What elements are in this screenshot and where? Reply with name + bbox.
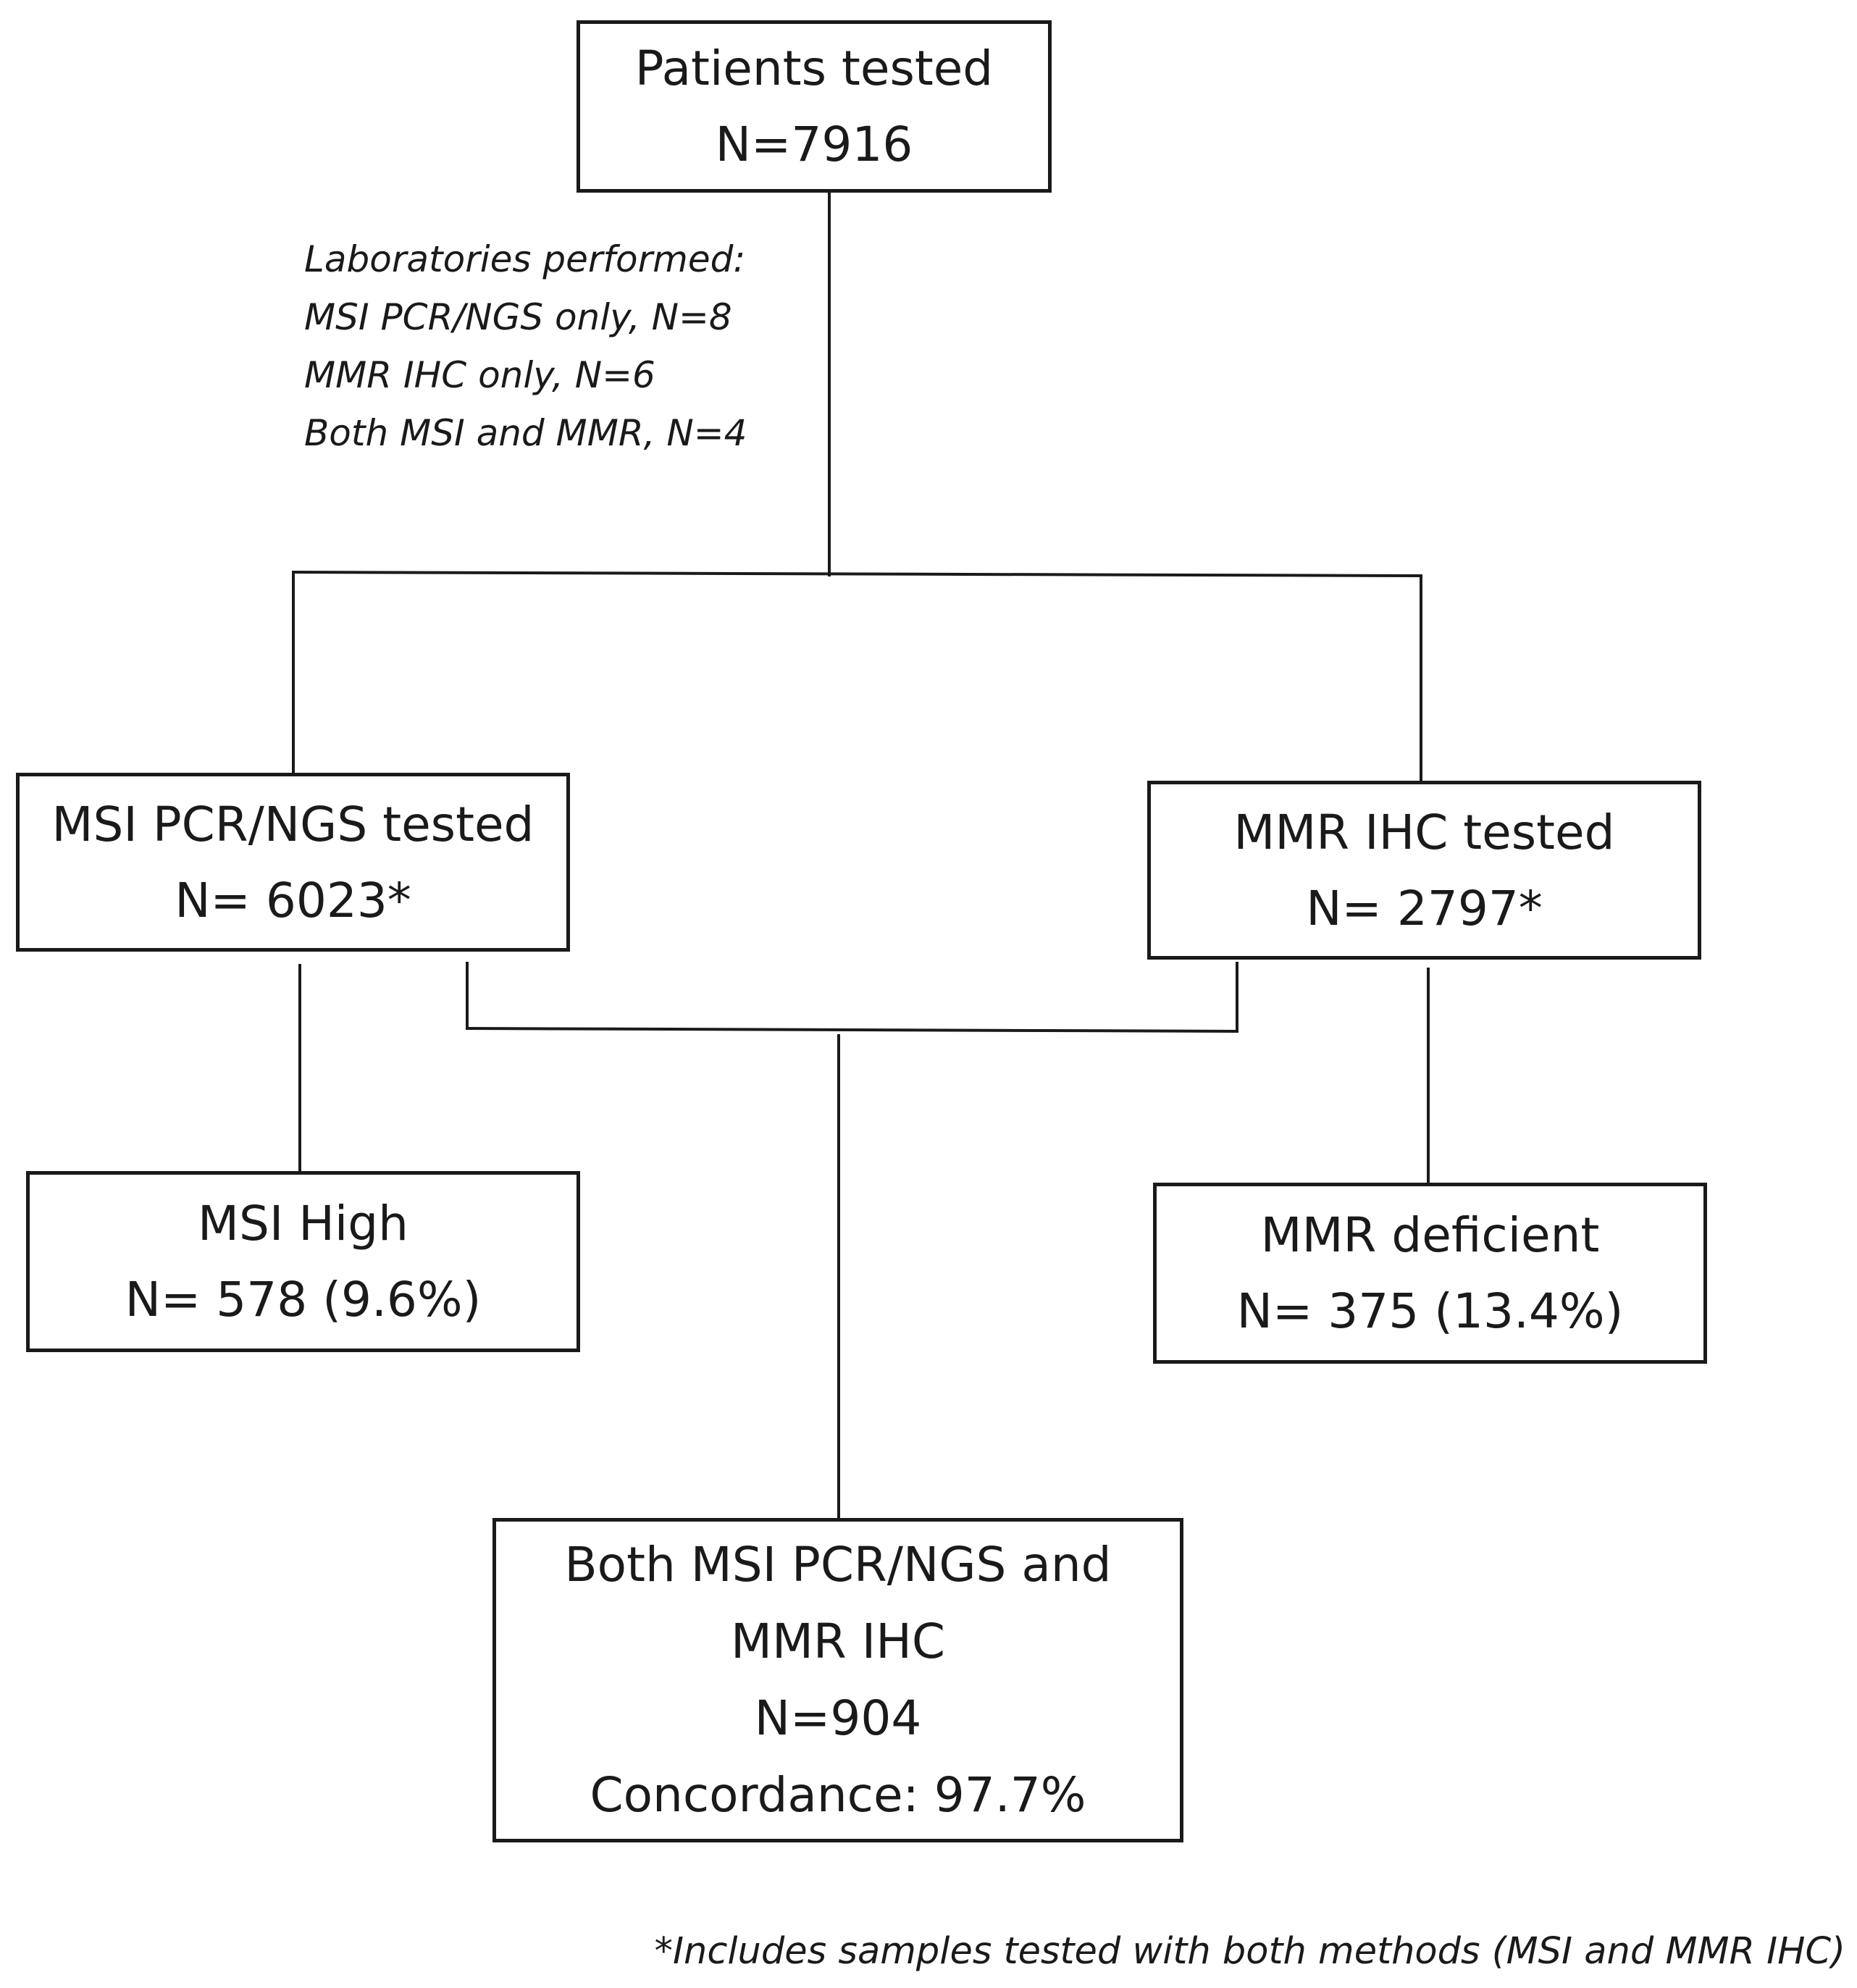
msi-tested-count: N= 6023* <box>175 872 411 928</box>
laboratories-note-item: MMR IHC only, N=6 <box>304 354 655 396</box>
mmr-tested-count: N= 2797* <box>1306 880 1543 936</box>
laboratories-note-item: Both MSI and MMR, N=4 <box>304 412 747 454</box>
laboratories-note-item: MSI PCR/NGS only, N=8 <box>304 296 732 338</box>
msi-tested-label: MSI PCR/NGS tested <box>51 796 535 852</box>
mmr-tested-box: MMR IHC tested N= 2797* <box>1147 781 1701 960</box>
mmr-deficient-label: MMR deficient <box>1260 1207 1600 1263</box>
footnote: *Includes samples tested with both metho… <box>654 1930 1845 1973</box>
patients-tested-count: N=7916 <box>715 117 913 172</box>
mmr-deficient-count: N= 375 (13.4%) <box>1236 1283 1624 1339</box>
msi-high-count: N= 578 (9.6%) <box>125 1272 482 1328</box>
both-methods-label-line1: Both MSI PCR/NGS and <box>564 1537 1112 1593</box>
msi-tested-box: MSI PCR/NGS tested N= 6023* <box>16 773 570 952</box>
connector-join-horizontal <box>465 1026 1239 1033</box>
connector-split-horizontal <box>291 570 1423 578</box>
both-methods-concordance: Concordance: 97.7% <box>590 1767 1086 1823</box>
patients-tested-box: Patients tested N=7916 <box>577 20 1052 193</box>
both-methods-count: N=904 <box>754 1690 922 1746</box>
mmr-tested-label: MMR IHC tested <box>1233 804 1615 860</box>
patients-tested-label: Patients tested <box>634 41 994 96</box>
msi-high-box: MSI High N= 578 (9.6%) <box>26 1171 580 1352</box>
mmr-deficient-box: MMR deficient N= 375 (13.4%) <box>1153 1183 1707 1364</box>
laboratories-note-heading: Laboratories performed: <box>304 238 746 280</box>
msi-high-label: MSI High <box>198 1196 408 1251</box>
both-methods-box: Both MSI PCR/NGS and MMR IHC N=904 Conco… <box>492 1518 1183 1842</box>
both-methods-label-line2: MMR IHC <box>731 1614 945 1669</box>
laboratories-note: Laboratories performed: MSI PCR/NGS only… <box>304 230 747 462</box>
